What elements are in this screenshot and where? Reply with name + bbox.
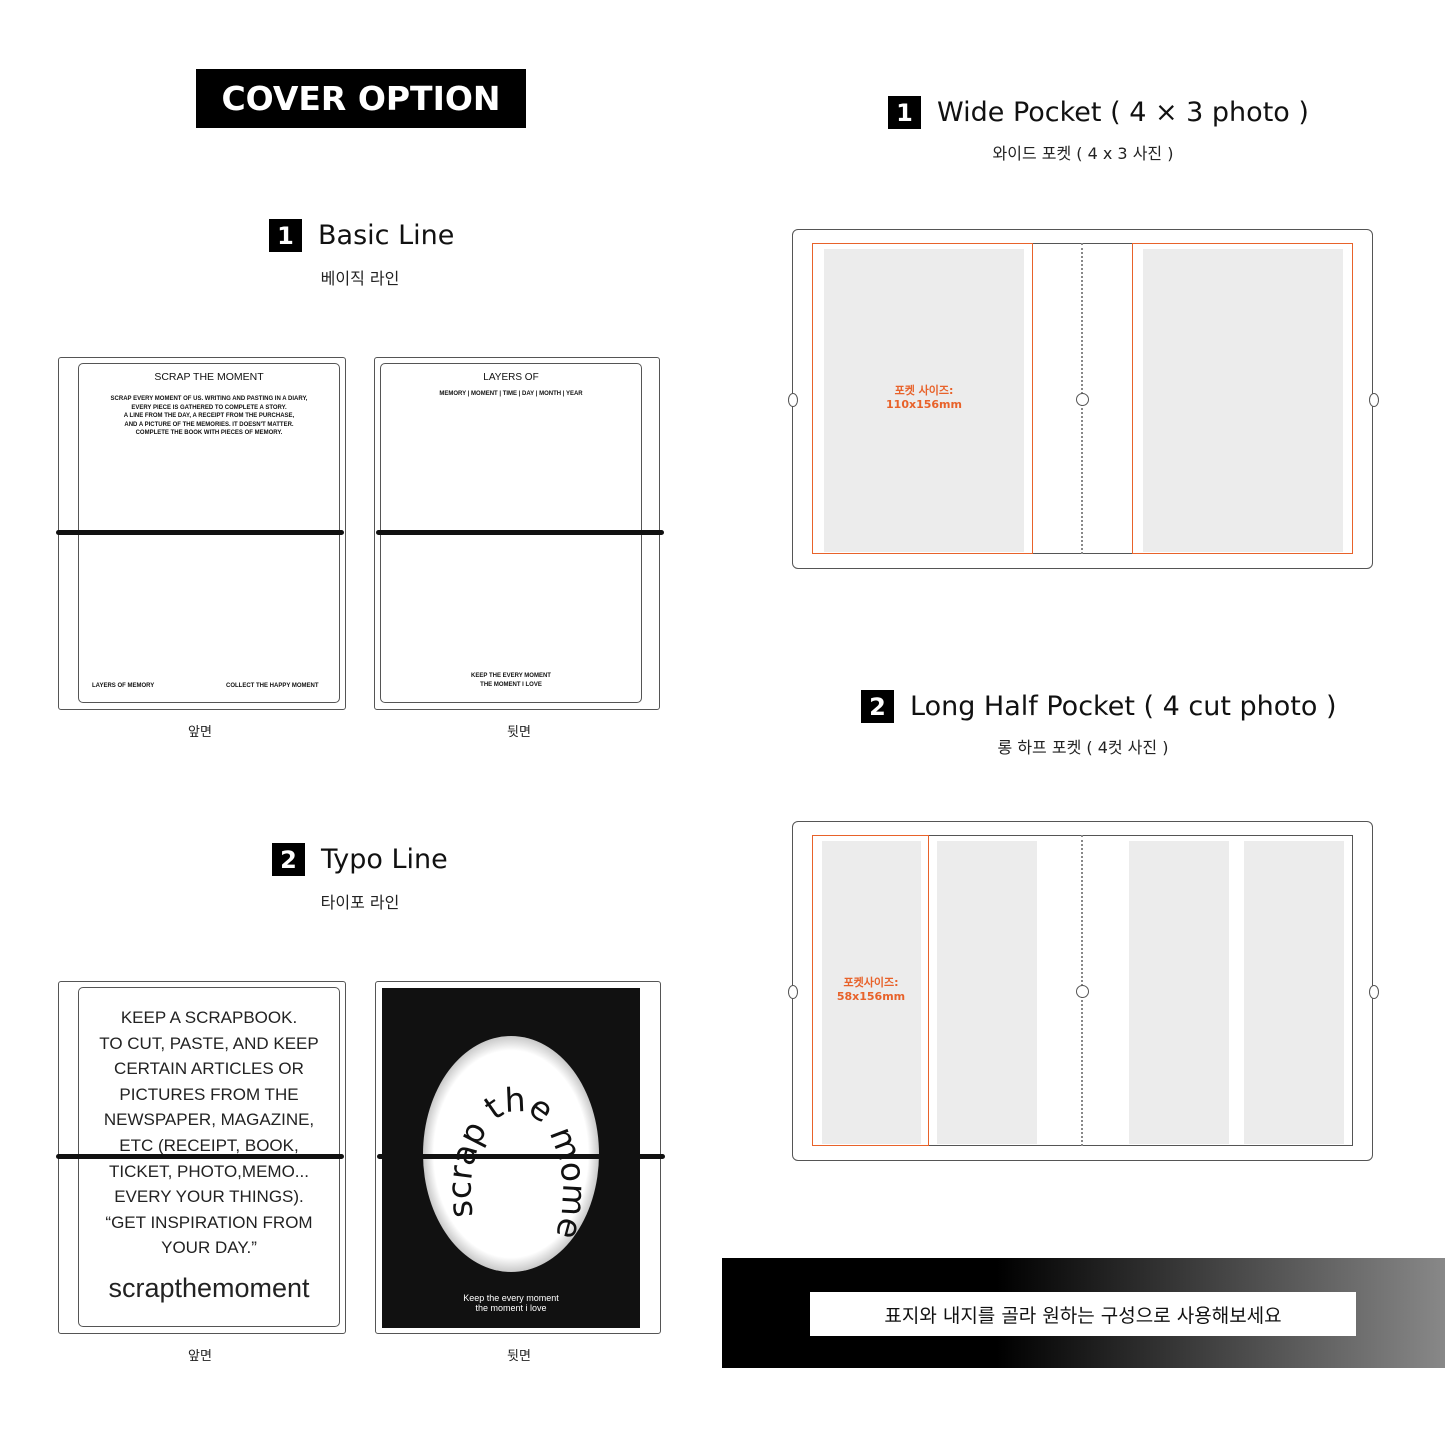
brand-wordmark: scrapthemoment: [108, 1273, 310, 1303]
elastic-band: [56, 1154, 344, 1159]
svg-text:scrap the moment: scrap the moment: [423, 1036, 594, 1243]
long-pocket-diagram[interactable]: 포켓사이즈: 58x156mm: [788, 821, 1379, 1161]
circular-text: scrap the moment: [423, 1036, 594, 1243]
wide-pocket-subtitle: 와이드 포켓 ( 4 x 3 사진 ): [992, 144, 1174, 163]
pocket-outline-right: [1132, 243, 1353, 554]
banner-message: 표지와 내지를 골라 원하는 구성으로 사용해보세요: [810, 1292, 1356, 1336]
typo-line-title: Typo Line: [321, 844, 448, 875]
typo-back-cover[interactable]: scrap the moment Keep the every moment t…: [375, 981, 665, 1334]
back-cover-title: LAYERS OF: [483, 372, 539, 383]
wide-pocket-heading: 1 Wide Pocket ( 4 × 3 photo ): [888, 96, 1309, 129]
typo-line-heading: 2 Typo Line: [272, 843, 448, 876]
back-bottom-text: KEEP THE EVERY MOMENT THE MOMENT I LOVE: [471, 673, 551, 688]
ring-hole: [1076, 985, 1089, 998]
basic-line-subtitle: 베이직 라인: [320, 269, 400, 288]
typo-line-subtitle: 타이포 라인: [320, 893, 400, 912]
elastic-band: [56, 530, 344, 535]
wide-pocket-title: Wide Pocket ( 4 × 3 photo ): [937, 97, 1309, 128]
section-number-badge: 2: [272, 843, 305, 876]
section-number-badge: 1: [888, 96, 921, 129]
elastic-band: [377, 1154, 665, 1159]
basic-line-title: Basic Line: [318, 220, 455, 251]
section-number-badge: 1: [269, 219, 302, 252]
elastic-band: [376, 530, 664, 535]
photo-slot-right: [1143, 249, 1343, 552]
section-number-badge: 2: [861, 690, 894, 723]
front-cover-body: SCRAP EVERY MOMENT OF US. WRITING AND PA…: [110, 396, 308, 436]
front-bottom-left-text: LAYERS OF MEMORY: [92, 683, 155, 689]
pocket-outline: [812, 835, 929, 1146]
typo-front-caption: 앞면: [188, 1349, 212, 1364]
long-pocket-size-label: 포켓사이즈: 58x156mm: [836, 976, 906, 1003]
photo-slot-3: [1129, 841, 1229, 1144]
front-cover-title: SCRAP THE MOMENT: [154, 371, 264, 383]
photo-slot-4: [1244, 841, 1344, 1144]
typo-back-caption: 뒷면: [507, 1349, 531, 1364]
cover-option-badge: COVER OPTION: [196, 69, 526, 128]
basic-line-heading: 1 Basic Line: [269, 219, 454, 252]
long-pocket-heading: 2 Long Half Pocket ( 4 cut photo ): [861, 690, 1337, 723]
basic-front-cover[interactable]: SCRAP THE MOMENT SCRAP EVERY MOMENT OF U…: [56, 357, 346, 710]
long-pocket-subtitle: 롱 하프 포켓 ( 4컷 사진 ): [997, 738, 1169, 757]
pocket-outline-left: [812, 243, 1033, 554]
basic-back-cover[interactable]: LAYERS OF MEMORY | MOMENT | TIME | DAY |…: [374, 357, 664, 710]
photo-slot-1: [822, 841, 921, 1144]
ring-hole: [1076, 393, 1089, 406]
wide-pocket-size-label: 포켓 사이즈: 110x156mm: [886, 384, 962, 411]
photo-slot-left: [824, 249, 1024, 552]
typo-front-cover[interactable]: KEEP A SCRAPBOOK. TO CUT, PASTE, AND KEE…: [56, 981, 346, 1334]
basic-back-caption: 뒷면: [507, 725, 531, 740]
long-pocket-title: Long Half Pocket ( 4 cut photo ): [910, 691, 1337, 722]
wide-pocket-diagram[interactable]: 포켓 사이즈: 110x156mm: [788, 229, 1379, 569]
photo-slot-2: [937, 841, 1037, 1144]
back-tagline: Keep the every moment the moment i love: [463, 1293, 559, 1313]
basic-front-caption: 앞면: [188, 725, 212, 740]
back-cover-tags: MEMORY | MOMENT | TIME | DAY | MONTH | Y…: [439, 391, 583, 397]
typo-front-text: KEEP A SCRAPBOOK. TO CUT, PASTE, AND KEE…: [99, 1008, 319, 1258]
front-bottom-right-text: COLLECT THE HAPPY MOMENT: [226, 683, 319, 689]
